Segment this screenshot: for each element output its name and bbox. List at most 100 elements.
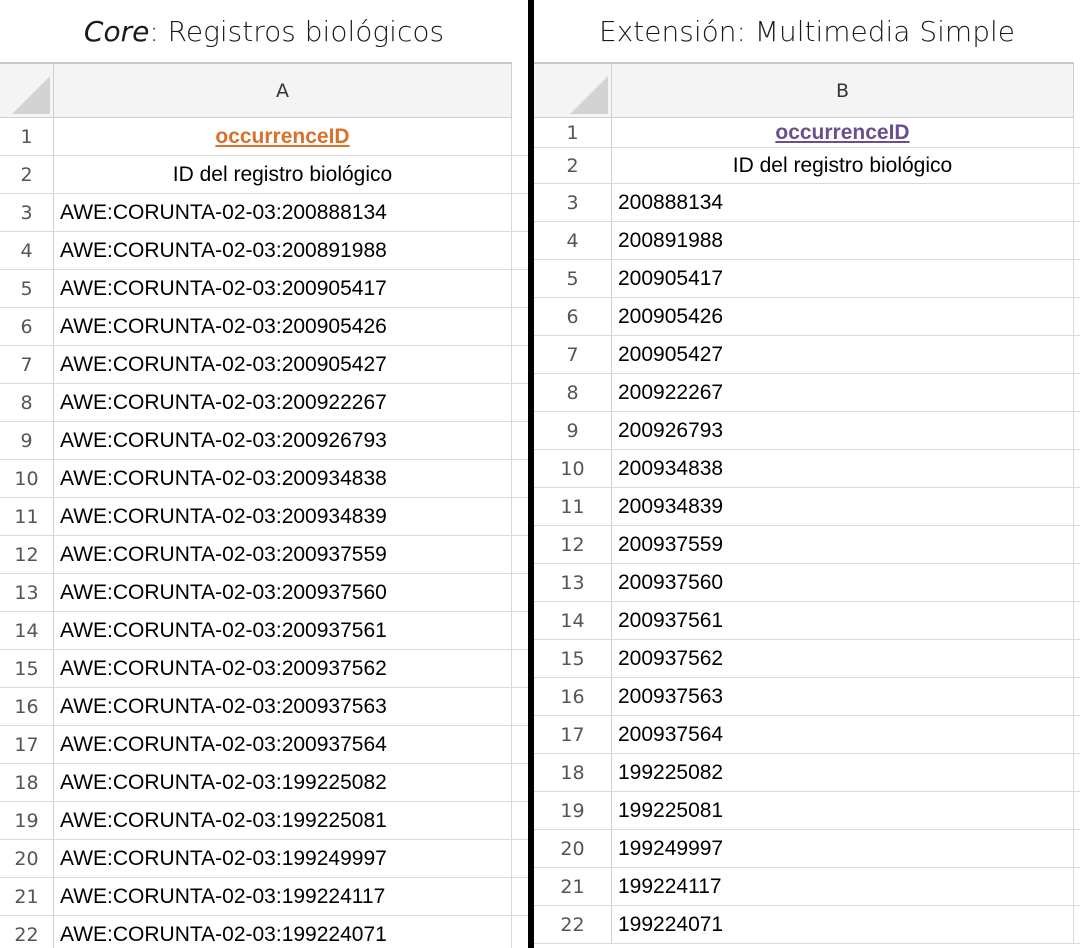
cell[interactable]: 200937561 bbox=[612, 602, 1074, 639]
row-number[interactable]: 7 bbox=[0, 346, 54, 383]
column-header-a[interactable]: A bbox=[54, 62, 512, 118]
cell[interactable]: 199225081 bbox=[612, 792, 1074, 829]
column-header-b[interactable]: B bbox=[612, 62, 1074, 118]
row-number[interactable]: 22 bbox=[534, 906, 612, 943]
row-number[interactable]: 4 bbox=[0, 232, 54, 269]
cell[interactable]: AWE:CORUNTA-02-03:199224117 bbox=[54, 878, 512, 915]
cell[interactable]: 199225082 bbox=[612, 754, 1074, 791]
row-number[interactable]: 18 bbox=[534, 754, 612, 791]
cell[interactable]: 200922267 bbox=[612, 374, 1074, 411]
cell[interactable]: AWE:CORUNTA-02-03:199224071 bbox=[54, 916, 512, 948]
cell[interactable]: AWE:CORUNTA-02-03:200905417 bbox=[54, 270, 512, 307]
row-number[interactable]: 5 bbox=[0, 270, 54, 307]
cell[interactable]: 200926793 bbox=[612, 412, 1074, 449]
row-number[interactable]: 18 bbox=[0, 764, 54, 801]
row-number[interactable]: 17 bbox=[0, 726, 54, 763]
cell[interactable]: ID del registro biológico bbox=[54, 156, 512, 193]
cell[interactable]: AWE:CORUNTA-02-03:200937559 bbox=[54, 536, 512, 573]
row-number[interactable]: 8 bbox=[534, 374, 612, 411]
row-number[interactable]: 2 bbox=[534, 148, 612, 183]
row-number[interactable]: 11 bbox=[534, 488, 612, 525]
cell[interactable]: AWE:CORUNTA-02-03:200891988 bbox=[54, 232, 512, 269]
cell[interactable]: AWE:CORUNTA-02-03:200934838 bbox=[54, 460, 512, 497]
row-number[interactable]: 9 bbox=[534, 412, 612, 449]
row-number[interactable]: 16 bbox=[0, 688, 54, 725]
cell[interactable]: 200934838 bbox=[612, 450, 1074, 487]
cell[interactable]: AWE:CORUNTA-02-03:200926793 bbox=[54, 422, 512, 459]
row-number[interactable]: 14 bbox=[534, 602, 612, 639]
row-number[interactable]: 11 bbox=[0, 498, 54, 535]
row-number[interactable]: 21 bbox=[0, 878, 54, 915]
cell[interactable]: AWE:CORUNTA-02-03:199249997 bbox=[54, 840, 512, 877]
cell[interactable]: AWE:CORUNTA-02-03:200922267 bbox=[54, 384, 512, 421]
cell[interactable]: 200888134 bbox=[612, 184, 1074, 221]
row-number[interactable]: 20 bbox=[0, 840, 54, 877]
row-number[interactable]: 2 bbox=[0, 156, 54, 193]
cell[interactable]: AWE:CORUNTA-02-03:200937563 bbox=[54, 688, 512, 725]
row-number[interactable]: 17 bbox=[534, 716, 612, 753]
cell[interactable]: 200905427 bbox=[612, 336, 1074, 373]
row-number[interactable]: 15 bbox=[0, 650, 54, 687]
row-number[interactable]: 3 bbox=[534, 184, 612, 221]
cell[interactable]: 200905417 bbox=[612, 260, 1074, 297]
row-number[interactable]: 10 bbox=[534, 450, 612, 487]
row-number[interactable]: 16 bbox=[534, 678, 612, 715]
cell[interactable]: AWE:CORUNTA-02-03:200934839 bbox=[54, 498, 512, 535]
cell[interactable]: 199224071 bbox=[612, 906, 1074, 943]
cell[interactable]: AWE:CORUNTA-02-03:200937562 bbox=[54, 650, 512, 687]
row-number[interactable]: 9 bbox=[0, 422, 54, 459]
row-number[interactable]: 22 bbox=[0, 916, 54, 948]
cell[interactable]: 200937563 bbox=[612, 678, 1074, 715]
row-number[interactable]: 21 bbox=[534, 868, 612, 905]
cell[interactable]: 200937564 bbox=[612, 716, 1074, 753]
cell[interactable]: AWE:CORUNTA-02-03:200905426 bbox=[54, 308, 512, 345]
row-number[interactable]: 6 bbox=[534, 298, 612, 335]
cell[interactable]: 200937560 bbox=[612, 564, 1074, 601]
row-number[interactable]: 3 bbox=[0, 194, 54, 231]
row-number[interactable]: 13 bbox=[0, 574, 54, 611]
row-number[interactable]: 14 bbox=[0, 612, 54, 649]
cell[interactable]: AWE:CORUNTA-02-03:199225082 bbox=[54, 764, 512, 801]
row-number[interactable]: 12 bbox=[0, 536, 54, 573]
row-number[interactable]: 6 bbox=[0, 308, 54, 345]
cell[interactable]: 200934839 bbox=[612, 488, 1074, 525]
row-number[interactable]: 1 bbox=[534, 118, 612, 147]
row-number[interactable]: 15 bbox=[534, 640, 612, 677]
cell[interactable]: AWE:CORUNTA-02-03:199225081 bbox=[54, 802, 512, 839]
row-number[interactable]: 20 bbox=[534, 830, 612, 867]
row-number[interactable]: 5 bbox=[534, 260, 612, 297]
row-number[interactable]: 1 bbox=[0, 118, 54, 155]
row-number[interactable]: 19 bbox=[534, 792, 612, 829]
row-number[interactable]: 12 bbox=[534, 526, 612, 563]
cell[interactable]: 200937559 bbox=[612, 526, 1074, 563]
row-number[interactable]: 8 bbox=[0, 384, 54, 421]
core-panel-title: Core: Registros biológicos bbox=[0, 0, 528, 62]
cell[interactable]: AWE:CORUNTA-02-03:200937561 bbox=[54, 612, 512, 649]
cell[interactable]: 200891988 bbox=[612, 222, 1074, 259]
cell[interactable]: 200937562 bbox=[612, 640, 1074, 677]
cell[interactable]: AWE:CORUNTA-02-03:200888134 bbox=[54, 194, 512, 231]
cell[interactable]: occurrenceID bbox=[54, 118, 512, 155]
cell[interactable]: 199224117 bbox=[612, 868, 1074, 905]
cell[interactable]: occurrenceID bbox=[612, 118, 1074, 147]
cell[interactable]: 199249997 bbox=[612, 830, 1074, 867]
select-all-corner[interactable] bbox=[0, 62, 54, 118]
cell[interactable]: 200905426 bbox=[612, 298, 1074, 335]
cell[interactable]: AWE:CORUNTA-02-03:200905427 bbox=[54, 346, 512, 383]
row-number[interactable]: 19 bbox=[0, 802, 54, 839]
row-number[interactable]: 13 bbox=[534, 564, 612, 601]
row-number[interactable]: 4 bbox=[534, 222, 612, 259]
row-number[interactable]: 10 bbox=[0, 460, 54, 497]
cell[interactable]: AWE:CORUNTA-02-03:200937560 bbox=[54, 574, 512, 611]
row-number[interactable]: 7 bbox=[534, 336, 612, 373]
select-all-corner[interactable] bbox=[534, 62, 612, 118]
cell[interactable]: ID del registro biológico bbox=[612, 148, 1074, 183]
cell[interactable]: AWE:CORUNTA-02-03:200937564 bbox=[54, 726, 512, 763]
